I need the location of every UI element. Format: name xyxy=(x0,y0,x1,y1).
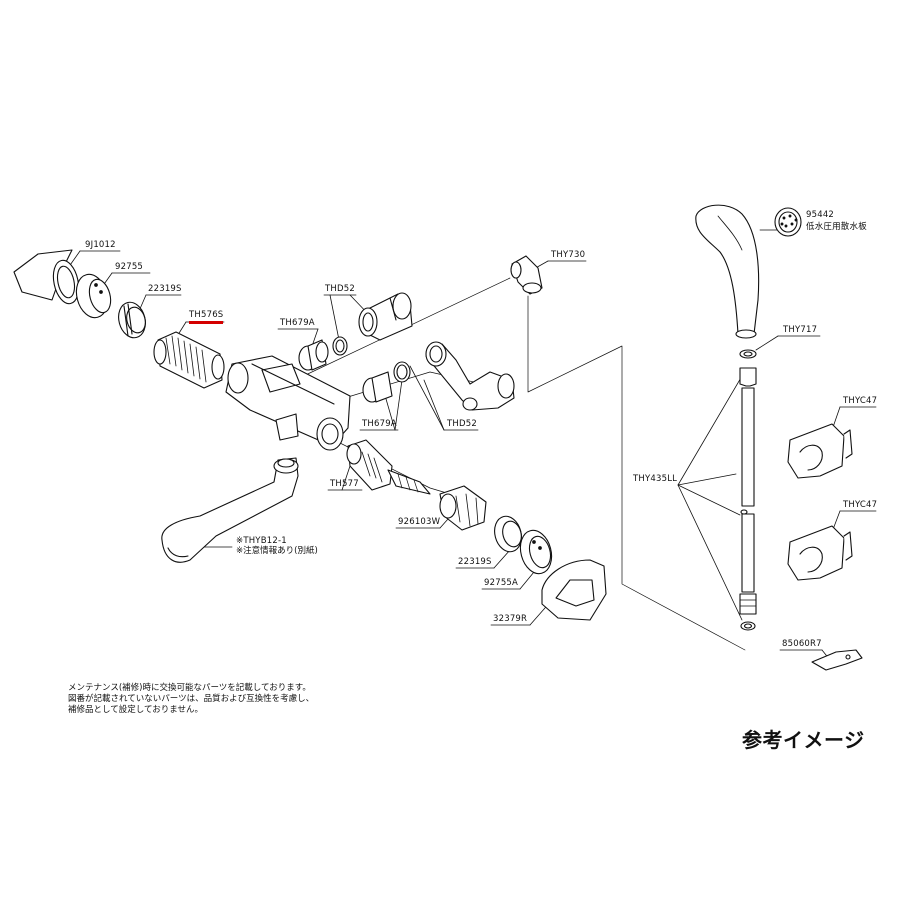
part-label-95442: 95442 xyxy=(806,210,835,220)
part-label-926103W: 926103W xyxy=(398,517,441,527)
hose-THY435LL xyxy=(739,367,757,631)
filter-TH679A-mid xyxy=(362,361,411,403)
spout-note: ※注意情報あり(別紙) xyxy=(236,546,318,556)
union-THD52-mid xyxy=(425,341,515,411)
part-label-THY435LL: THY435LL xyxy=(633,474,678,484)
disclaimer-line-2: 図番が記載されていないパーツは、品質および互換性を考慮し、 xyxy=(68,694,315,704)
washer-THY717 xyxy=(739,349,757,359)
part-label-THYC47-top: THYC47 xyxy=(843,396,878,406)
part-label-32379R: 32379R xyxy=(493,614,528,624)
part-label-TH679A-top: TH679A xyxy=(280,318,315,328)
holder-THYC47-top xyxy=(787,423,853,479)
part-label-85060R7: 85060R7 xyxy=(782,639,822,649)
ring-92755 xyxy=(75,273,112,319)
holder-THYC47-bottom xyxy=(787,525,853,581)
disclaimer-line-1: メンテナンス(補修)時に交換可能なパーツを記載しております。 xyxy=(68,683,311,693)
union-THD52-top xyxy=(358,292,413,341)
filter-TH679A-top xyxy=(298,336,348,371)
part-label-THD52-top: THD52 xyxy=(325,284,355,294)
disclaimer-line-3: 補修品として設定しておりません。 xyxy=(68,705,203,715)
tool-85060R7 xyxy=(811,649,863,671)
spout-THYB12-1 xyxy=(161,457,299,563)
part-label-THY717: THY717 xyxy=(783,325,818,335)
part-926103W xyxy=(439,485,487,531)
elbow-THY730 xyxy=(510,255,543,295)
valve-body xyxy=(225,355,351,451)
maintenance-disclaimer: メンテナンス(補修)時に交換可能なパーツを記載しております。 図番が記載されてい… xyxy=(68,683,314,716)
cartridge-TH576S xyxy=(153,331,225,389)
ring-92755A xyxy=(519,529,553,575)
cover-9J1012 xyxy=(13,249,80,305)
cover-32379R xyxy=(541,559,607,621)
part-label-THD52-mid: THD52 xyxy=(447,419,477,429)
part-label-22319S-top: 22319S xyxy=(148,284,182,294)
nut-22319S-bottom xyxy=(494,515,522,553)
spray-plate-95442 xyxy=(774,207,802,237)
part-label-92755: 92755 xyxy=(115,262,144,272)
part-label-THYC47-bottom: THYC47 xyxy=(843,500,878,510)
part-label-9J1012: 9J1012 xyxy=(85,240,116,250)
part-label-THY730: THY730 xyxy=(551,250,586,260)
nut-22319S-top xyxy=(118,301,146,339)
part-label-TH679A-mid: TH679A xyxy=(362,419,397,429)
cartridge-TH577 xyxy=(346,439,431,495)
part-label-THYB12-1: ※THYB12-1 xyxy=(236,536,287,546)
part-label-92755A: 92755A xyxy=(484,578,519,588)
part-label-TH577: TH577 xyxy=(330,479,359,489)
shower-head xyxy=(695,204,760,339)
part-label-TH576S-highlighted: TH576S xyxy=(189,311,224,324)
reference-image-label: 参考イメージ xyxy=(742,728,865,752)
part-label-22319S-bottom: 22319S xyxy=(458,557,492,567)
part-label-95442-desc: 低水圧用散水板 xyxy=(806,222,867,232)
